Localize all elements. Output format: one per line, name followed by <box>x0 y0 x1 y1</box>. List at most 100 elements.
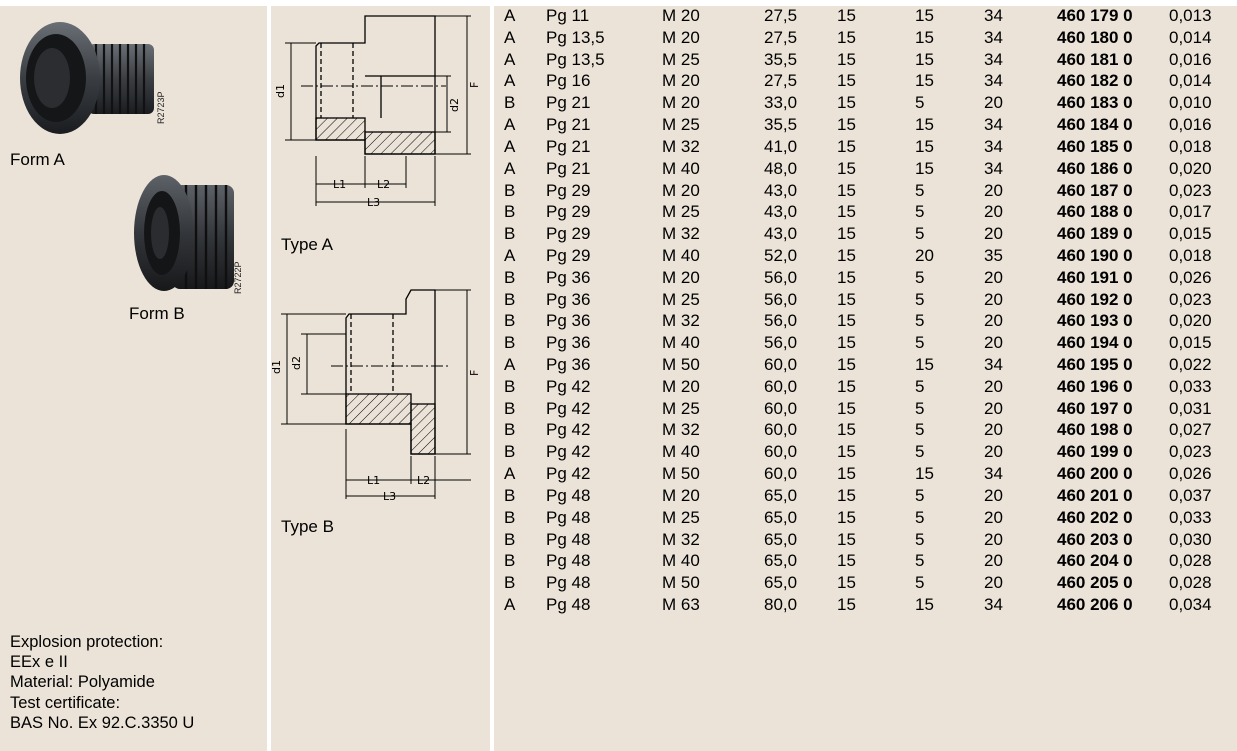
table-cell: 460 192 0 <box>1057 289 1133 309</box>
table-cell: B <box>504 551 516 571</box>
table-cell: B <box>504 529 516 549</box>
table-cell: M 25 <box>662 289 700 309</box>
table-cell: 5 <box>915 551 925 571</box>
table-cell: 460 179 0 <box>1057 6 1133 25</box>
table-cell: 15 <box>915 355 934 374</box>
table-cell: M 20 <box>662 485 700 505</box>
table-cell: 15 <box>837 71 856 91</box>
table-cell: 20 <box>984 529 1003 549</box>
table-cell: 460 191 0 <box>1057 267 1133 287</box>
table-cell: 15 <box>837 245 856 265</box>
table-cell: Pg 29 <box>546 224 591 244</box>
table-cell: M 50 <box>662 464 700 484</box>
table-cell: 0,013 <box>1169 6 1212 25</box>
table-cell: B <box>504 420 516 440</box>
table-cell: 15 <box>837 529 856 549</box>
table-cell: 0,015 <box>1169 224 1212 244</box>
table-cell: Pg 16 <box>546 71 591 91</box>
table-cell: 5 <box>915 529 925 549</box>
table-cell: 15 <box>837 594 856 614</box>
table-cell: Pg 21 <box>546 136 591 156</box>
table-cell: A <box>504 158 516 178</box>
table-cell: 460 186 0 <box>1057 158 1133 178</box>
table-cell: 460 196 0 <box>1057 376 1133 396</box>
table-cell: 460 203 0 <box>1057 529 1133 549</box>
table-cell: 460 185 0 <box>1057 136 1133 156</box>
table-cell: 43,0 <box>764 224 798 244</box>
table-cell: 0,023 <box>1169 180 1212 200</box>
form-a-product-image <box>20 22 154 134</box>
table-cell: Pg 36 <box>546 355 591 374</box>
table-cell: 34 <box>984 27 1003 47</box>
table-cell: Pg 36 <box>546 267 591 287</box>
table-cell: B <box>504 289 516 309</box>
table-cell: 15 <box>837 115 856 135</box>
table-cell: 41,0 <box>764 136 798 156</box>
table-cell: 65,0 <box>764 529 798 549</box>
table-cell: B <box>504 398 516 418</box>
table-cell: 34 <box>984 6 1003 25</box>
table-cell: M 20 <box>662 267 700 287</box>
table-cell: Pg 21 <box>546 158 591 178</box>
table-cell: 20 <box>984 485 1003 505</box>
table-cell: M 20 <box>662 180 700 200</box>
table-cell: B <box>504 376 516 396</box>
table-cell: 65,0 <box>764 507 798 527</box>
form-a-label: Form A <box>10 150 65 169</box>
table-cell: 20 <box>984 267 1003 287</box>
table-cell: 460 189 0 <box>1057 224 1133 244</box>
table-cell: M 32 <box>662 224 700 244</box>
table-cell: 5 <box>915 485 925 505</box>
product-column: R2723P Form A R2722P Form B Explosion pr… <box>0 6 267 751</box>
table-cell: 0,027 <box>1169 420 1212 440</box>
dim-label-l1: L1 <box>333 178 346 191</box>
table-cell: Pg 42 <box>546 442 591 462</box>
dim-label-l3: L3 <box>367 196 380 209</box>
table-cell: Pg 29 <box>546 202 591 222</box>
table-cell: 34 <box>984 71 1003 91</box>
table-cell: 460 187 0 <box>1057 180 1133 200</box>
table-cell: 20 <box>984 333 1003 353</box>
table-cell: 33,0 <box>764 93 798 113</box>
table-cell: M 32 <box>662 136 700 156</box>
type-a-drawing: d1 d2 F L1 L2 L3 <box>274 15 481 209</box>
table-cell: 20 <box>984 93 1003 113</box>
table-cell: 34 <box>984 115 1003 135</box>
table-cell: 65,0 <box>764 573 798 593</box>
table-cell: A <box>504 245 516 265</box>
table-cell: 0,030 <box>1169 529 1212 549</box>
dim-label-d2: d2 <box>448 98 461 112</box>
table-cell: 20 <box>984 311 1003 331</box>
table-cell: Pg 48 <box>546 573 591 593</box>
table-cell: 15 <box>837 442 856 462</box>
table-cell: Pg 42 <box>546 376 591 396</box>
table-cell: A <box>504 49 516 69</box>
table-cell: 60,0 <box>764 355 798 374</box>
dim-label-d2: d2 <box>290 356 303 370</box>
table-cell: B <box>504 507 516 527</box>
form-b-label: Form B <box>129 304 185 323</box>
table-cell: A <box>504 355 516 374</box>
table-cell: Pg 13,5 <box>546 49 605 69</box>
table-cell: 35,5 <box>764 49 798 69</box>
table-cell: A <box>504 71 516 91</box>
table-cell: 27,5 <box>764 71 798 91</box>
table-cell: 15 <box>837 573 856 593</box>
table-cell: 460 201 0 <box>1057 485 1133 505</box>
table-cell: 15 <box>837 93 856 113</box>
table-cell: 460 206 0 <box>1057 594 1133 614</box>
table-cell: 460 193 0 <box>1057 311 1133 331</box>
table-cell: 15 <box>837 398 856 418</box>
table-cell: 460 195 0 <box>1057 355 1133 374</box>
table-cell: M 32 <box>662 529 700 549</box>
